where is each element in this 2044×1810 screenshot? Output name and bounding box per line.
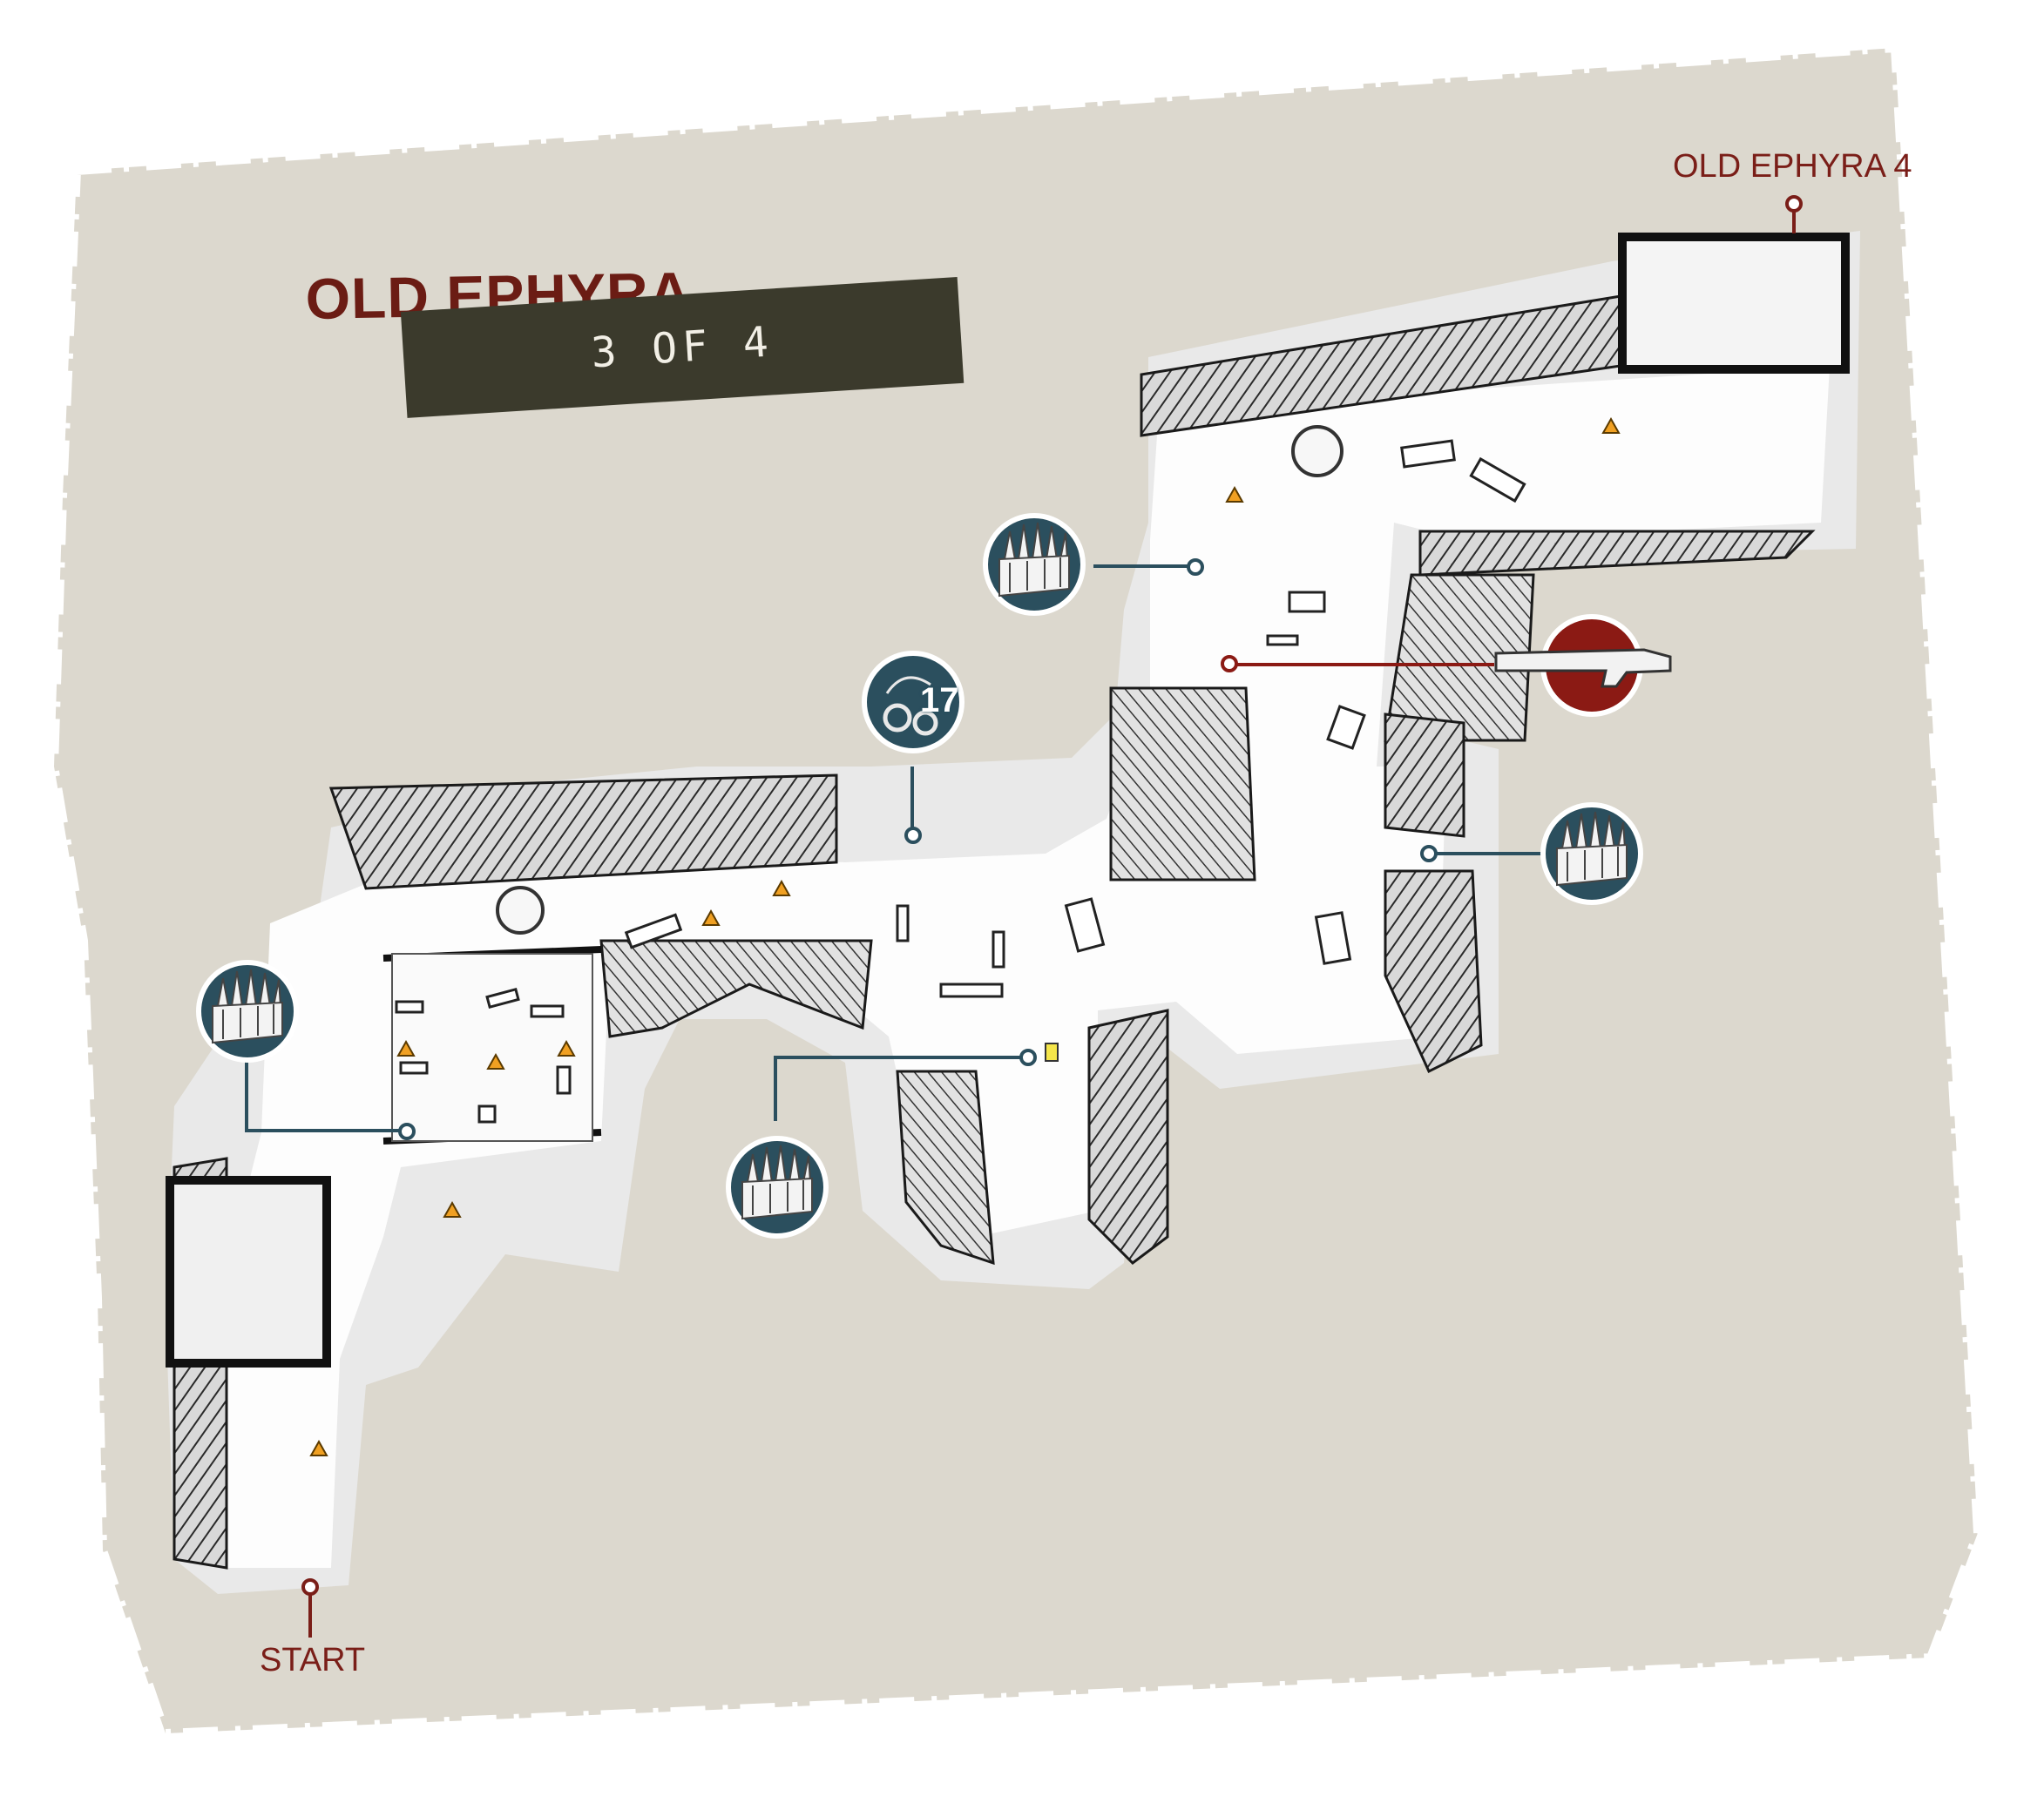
warning-triangle-icon <box>443 1200 462 1218</box>
exit-label: OLD EPHYRA 4 <box>1673 148 1912 185</box>
leader-lines <box>245 564 1542 1132</box>
warning-triangle-icon <box>701 908 721 926</box>
warning-triangle-icon <box>396 1039 416 1057</box>
ammo-crate-icon <box>985 516 1083 613</box>
warning-triangle-icon <box>1225 485 1244 503</box>
objective-marker <box>1045 1043 1059 1062</box>
craters <box>496 425 1343 935</box>
map-floor <box>166 231 1860 1594</box>
shotgun-icon <box>1494 614 1672 717</box>
warning-triangle-icon <box>1601 416 1621 434</box>
collectible-count: 17 <box>920 681 959 719</box>
ammo-crate-icon <box>728 1138 826 1236</box>
start-pin <box>301 1578 319 1638</box>
ammo-crate-icon <box>1543 805 1641 902</box>
ammo-crate-icon <box>199 962 296 1060</box>
warning-triangle-icon <box>486 1052 505 1070</box>
warning-triangle-icon <box>772 879 791 896</box>
exit-pin <box>1785 195 1803 233</box>
cog-tags-collectible-icon <box>862 651 964 753</box>
buildings <box>166 233 1850 1570</box>
hazard-markers <box>309 416 1621 1456</box>
map-section-label: 3 OF 4 <box>589 317 775 378</box>
warning-triangle-icon <box>557 1039 576 1057</box>
leader-line-ends <box>398 558 1438 1140</box>
start-label: START <box>260 1642 366 1678</box>
warning-triangle-icon <box>309 1439 328 1456</box>
cover-objects <box>395 439 1526 1124</box>
